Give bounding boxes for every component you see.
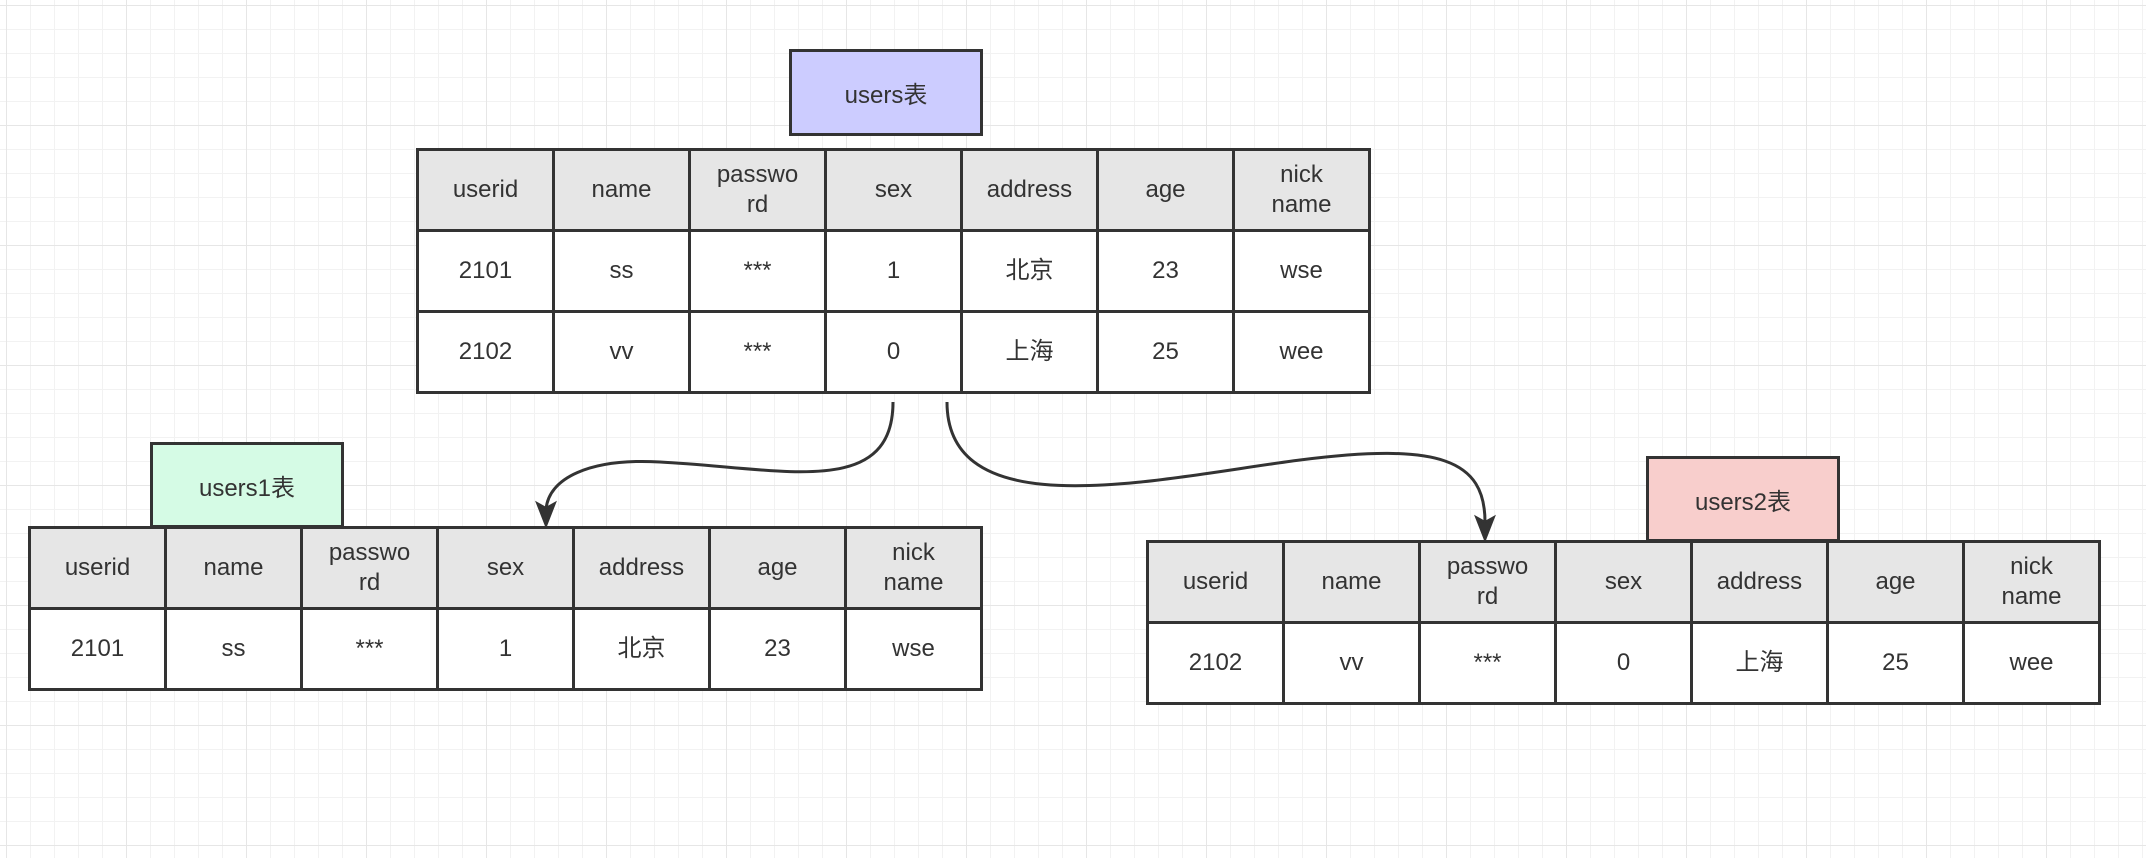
- users1-header-cell: name: [164, 526, 303, 610]
- users2-table-title-text: users2表: [1694, 488, 1792, 516]
- users-cell: vv: [552, 310, 691, 394]
- users1-cell: ***: [300, 607, 439, 691]
- users-cell: 23: [1096, 229, 1235, 313]
- users2-table-header-row: userid name passwo rd sex address age ni…: [1146, 540, 2101, 624]
- users1-header-cell: nick name: [844, 526, 983, 610]
- users2-header-cell: sex: [1554, 540, 1693, 624]
- users-header-cell: name: [552, 148, 691, 232]
- users1-table-title: users1表: [150, 442, 344, 528]
- users2-table-row: 2102 vv *** 0 上海 25 wee: [1146, 621, 2101, 705]
- arrowhead-users1-icon: [535, 500, 557, 529]
- users-cell: 0: [824, 310, 963, 394]
- users-header-cell: nick name: [1232, 148, 1371, 232]
- users1-header-cell: sex: [436, 526, 575, 610]
- users-cell: 1: [824, 229, 963, 313]
- users1-table-row: 2101 ss *** 1 北京 23 wse: [28, 607, 983, 691]
- users-table: userid name passwo rd sex address age ni…: [416, 148, 1371, 394]
- users-table-row: 2102 vv *** 0 上海 25 wee: [416, 310, 1371, 394]
- users2-table: userid name passwo rd sex address age ni…: [1146, 540, 2101, 705]
- users-header-cell: age: [1096, 148, 1235, 232]
- users-table-title: users表: [789, 49, 983, 136]
- users-header-cell: passwo rd: [688, 148, 827, 232]
- users2-cell: 2102: [1146, 621, 1285, 705]
- users1-cell: 1: [436, 607, 575, 691]
- users-cell: 2101: [416, 229, 555, 313]
- users2-header-cell: userid: [1146, 540, 1285, 624]
- users2-header-cell: passwo rd: [1418, 540, 1557, 624]
- users2-table-body: userid name passwo rd sex address age ni…: [1146, 540, 2101, 705]
- users1-cell: ss: [164, 607, 303, 691]
- users1-header-cell: userid: [28, 526, 167, 610]
- users-header-cell: sex: [824, 148, 963, 232]
- users2-header-cell: name: [1282, 540, 1421, 624]
- users1-table: userid name passwo rd sex address age ni…: [28, 526, 983, 691]
- users2-header-cell: age: [1826, 540, 1965, 624]
- users-cell: 北京: [960, 229, 1099, 313]
- users1-header-cell: age: [708, 526, 847, 610]
- users2-cell: vv: [1282, 621, 1421, 705]
- users-header-cell: address: [960, 148, 1099, 232]
- users1-header-cell: passwo rd: [300, 526, 439, 610]
- users2-header-cell: address: [1690, 540, 1829, 624]
- users1-cell: 2101: [28, 607, 167, 691]
- users1-cell: wse: [844, 607, 983, 691]
- users1-header-cell: address: [572, 526, 711, 610]
- users1-cell: 23: [708, 607, 847, 691]
- users-cell: wee: [1232, 310, 1371, 394]
- users2-table-title: users2表: [1646, 456, 1840, 542]
- users2-cell: ***: [1418, 621, 1557, 705]
- users-cell: wse: [1232, 229, 1371, 313]
- users-cell: ss: [552, 229, 691, 313]
- users1-cell: 北京: [572, 607, 711, 691]
- users1-table-title-text: users1表: [198, 474, 296, 502]
- users2-cell: 25: [1826, 621, 1965, 705]
- connector-users-to-users1: [544, 401, 895, 511]
- users-cell: ***: [688, 310, 827, 394]
- users2-cell: wee: [1962, 621, 2101, 705]
- users2-cell: 0: [1554, 621, 1693, 705]
- arrowhead-users2-icon: [1474, 514, 1496, 543]
- users2-cell: 上海: [1690, 621, 1829, 705]
- users1-table-body: userid name passwo rd sex address age ni…: [28, 526, 983, 691]
- users-cell: 25: [1096, 310, 1235, 394]
- users-cell: 上海: [960, 310, 1099, 394]
- users1-table-header-row: userid name passwo rd sex address age ni…: [28, 526, 983, 610]
- connector-users-to-users2: [945, 401, 1487, 523]
- users-cell: 2102: [416, 310, 555, 394]
- users-table-header-row: userid name passwo rd sex address age ni…: [416, 148, 1371, 232]
- users-header-cell: userid: [416, 148, 555, 232]
- users-cell: ***: [688, 229, 827, 313]
- users-table-title-text: users表: [844, 82, 928, 109]
- users-table-row: 2101 ss *** 1 北京 23 wse: [416, 229, 1371, 313]
- users2-header-cell: nick name: [1962, 540, 2101, 624]
- users-table-body: userid name passwo rd sex address age ni…: [416, 148, 1371, 394]
